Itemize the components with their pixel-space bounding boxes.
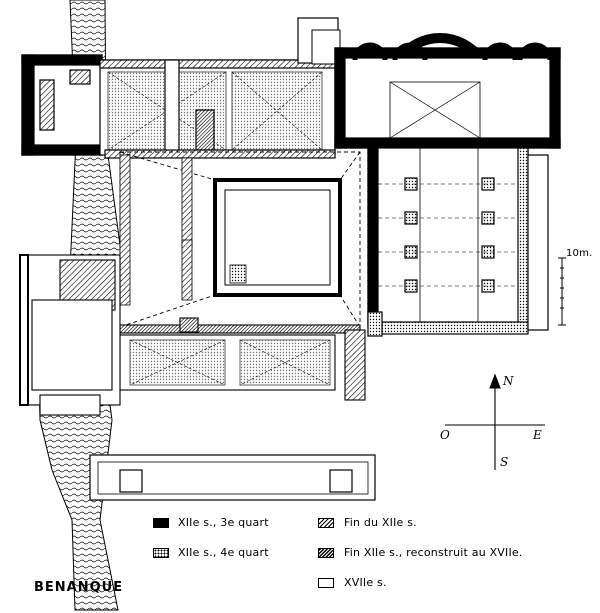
legend-swatch-white xyxy=(318,578,334,588)
scale-bar xyxy=(558,257,566,326)
legend-label-fin-xiie: Fin du XIIe s. xyxy=(344,516,417,529)
scale-label: 10m. xyxy=(566,248,593,259)
compass-west: O xyxy=(440,428,450,442)
plan-title: BENANQUE xyxy=(34,580,124,595)
lower-outbuilding xyxy=(89,454,376,501)
cloister xyxy=(119,151,361,328)
legend-swatch-black xyxy=(153,518,169,528)
legend-label-xviie: XVIIe s. xyxy=(344,576,387,589)
legend-label-xiie-3e-quart: XIIe s., 3e quart xyxy=(178,516,269,529)
legend-label-xiie-4e-quart: XIIe s., 4e quart xyxy=(178,546,269,559)
compass xyxy=(445,373,545,470)
compass-south: S xyxy=(500,455,509,469)
legend-swatch-hatch xyxy=(318,518,334,528)
north-range xyxy=(99,17,341,159)
west-wing xyxy=(21,54,103,156)
legend-swatch-dense-hatch xyxy=(318,548,334,558)
south-range xyxy=(119,317,366,401)
compass-east: E xyxy=(533,428,542,442)
abbey-church xyxy=(334,33,561,337)
compass-north: N xyxy=(503,374,514,388)
legend-label-fin-xiie-reconstruit: Fin XIIe s., reconstruit au XVIIe. xyxy=(344,546,523,559)
legend-swatch-dots xyxy=(153,548,169,558)
southwest-buildings xyxy=(19,254,121,416)
